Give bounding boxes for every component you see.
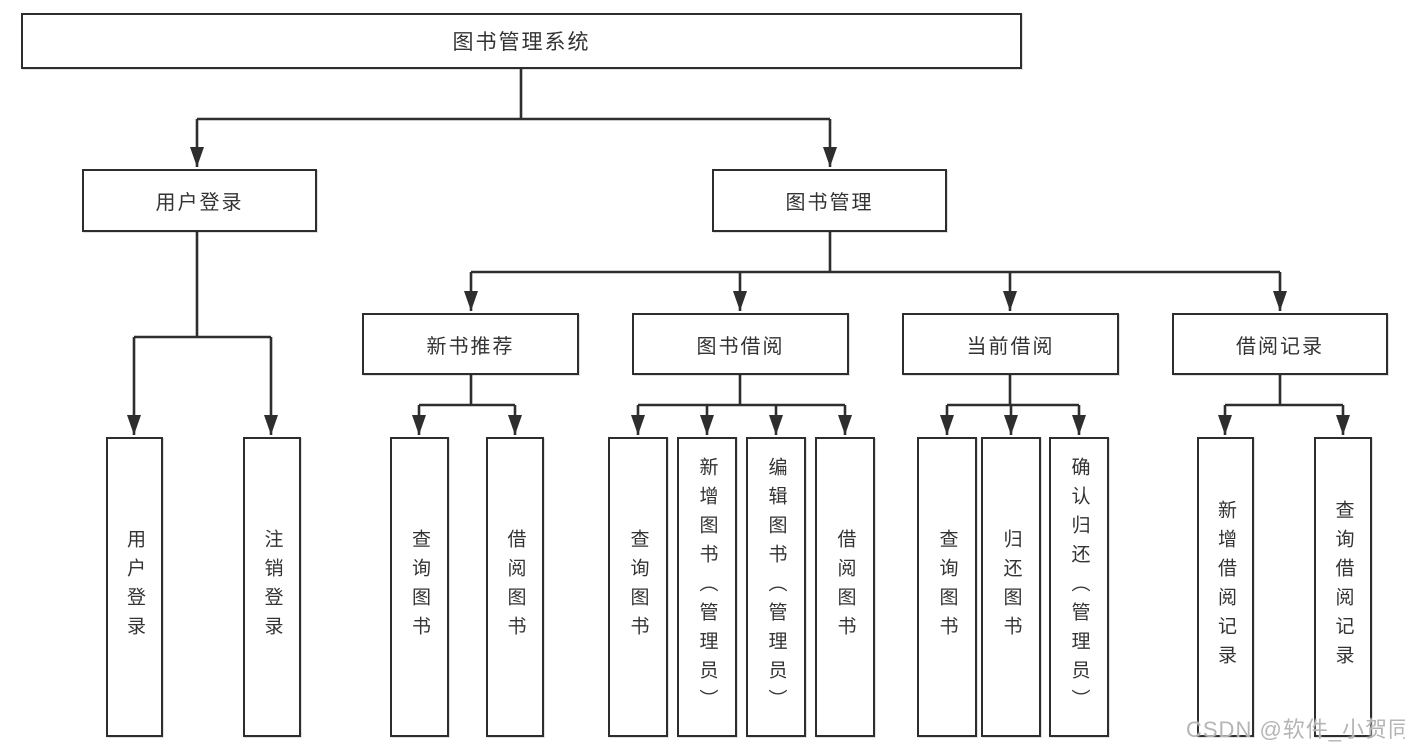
node-leaf-nb-query-book: 查询图书 bbox=[390, 437, 449, 737]
node-leaf-bb-query-book: 查询图书 bbox=[608, 437, 668, 737]
node-leaf-cb-confirm-return: 确认归还（管理员） bbox=[1049, 437, 1109, 737]
node-leaf-br-add-record: 新增借阅记录 bbox=[1197, 437, 1254, 737]
node-root: 图书管理系统 bbox=[21, 13, 1022, 69]
node-new-book-recommend: 新书推荐 bbox=[362, 313, 579, 375]
node-book-borrow: 图书借阅 bbox=[632, 313, 849, 375]
node-leaf-user-login: 用户登录 bbox=[106, 437, 163, 737]
node-leaf-bb-edit-book: 编辑图书（管理员） bbox=[746, 437, 806, 737]
node-leaf-logout: 注销登录 bbox=[243, 437, 301, 737]
node-user-login: 用户登录 bbox=[82, 169, 317, 232]
node-leaf-br-query-record: 查询借阅记录 bbox=[1314, 437, 1372, 737]
node-leaf-cb-return-book: 归还图书 bbox=[981, 437, 1041, 737]
node-book-management: 图书管理 bbox=[712, 169, 947, 232]
node-leaf-bb-add-book: 新增图书（管理员） bbox=[677, 437, 737, 737]
node-leaf-bb-borrow-book: 借阅图书 bbox=[815, 437, 875, 737]
node-leaf-cb-query-book: 查询图书 bbox=[917, 437, 977, 737]
csdn-watermark: CSDN @软件_小贺同学 bbox=[1186, 717, 1405, 742]
node-leaf-nb-borrow-book: 借阅图书 bbox=[486, 437, 544, 737]
node-current-borrow: 当前借阅 bbox=[902, 313, 1119, 375]
node-borrow-record: 借阅记录 bbox=[1172, 313, 1388, 375]
